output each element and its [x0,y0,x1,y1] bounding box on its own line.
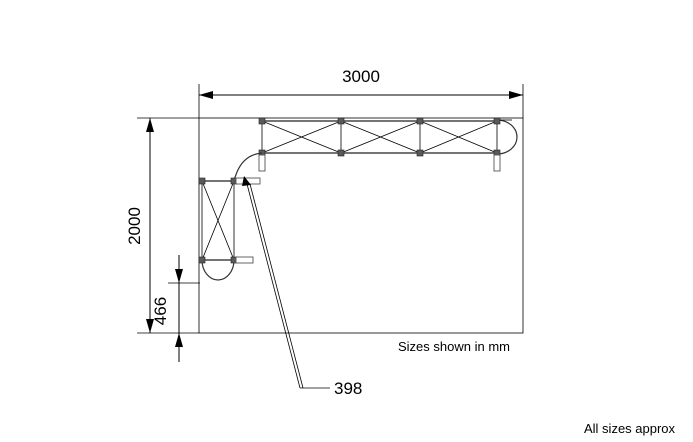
units-note: Sizes shown in mm [398,339,510,354]
curved-connector [233,152,263,181]
stand-outline [198,117,524,334]
width-dimension: 3000 [198,67,524,118]
back-wall-frame [258,117,518,172]
leader-dimension: 398 [242,176,362,398]
approx-note: All sizes approx [584,421,676,436]
offset-dimension: 466 [151,255,200,362]
leader-label: 398 [334,379,362,398]
offset-label: 466 [151,297,170,325]
width-label: 3000 [342,67,380,86]
depth-dimension: 2000 [125,117,199,334]
return-frame [198,177,261,281]
depth-label: 2000 [125,207,144,245]
